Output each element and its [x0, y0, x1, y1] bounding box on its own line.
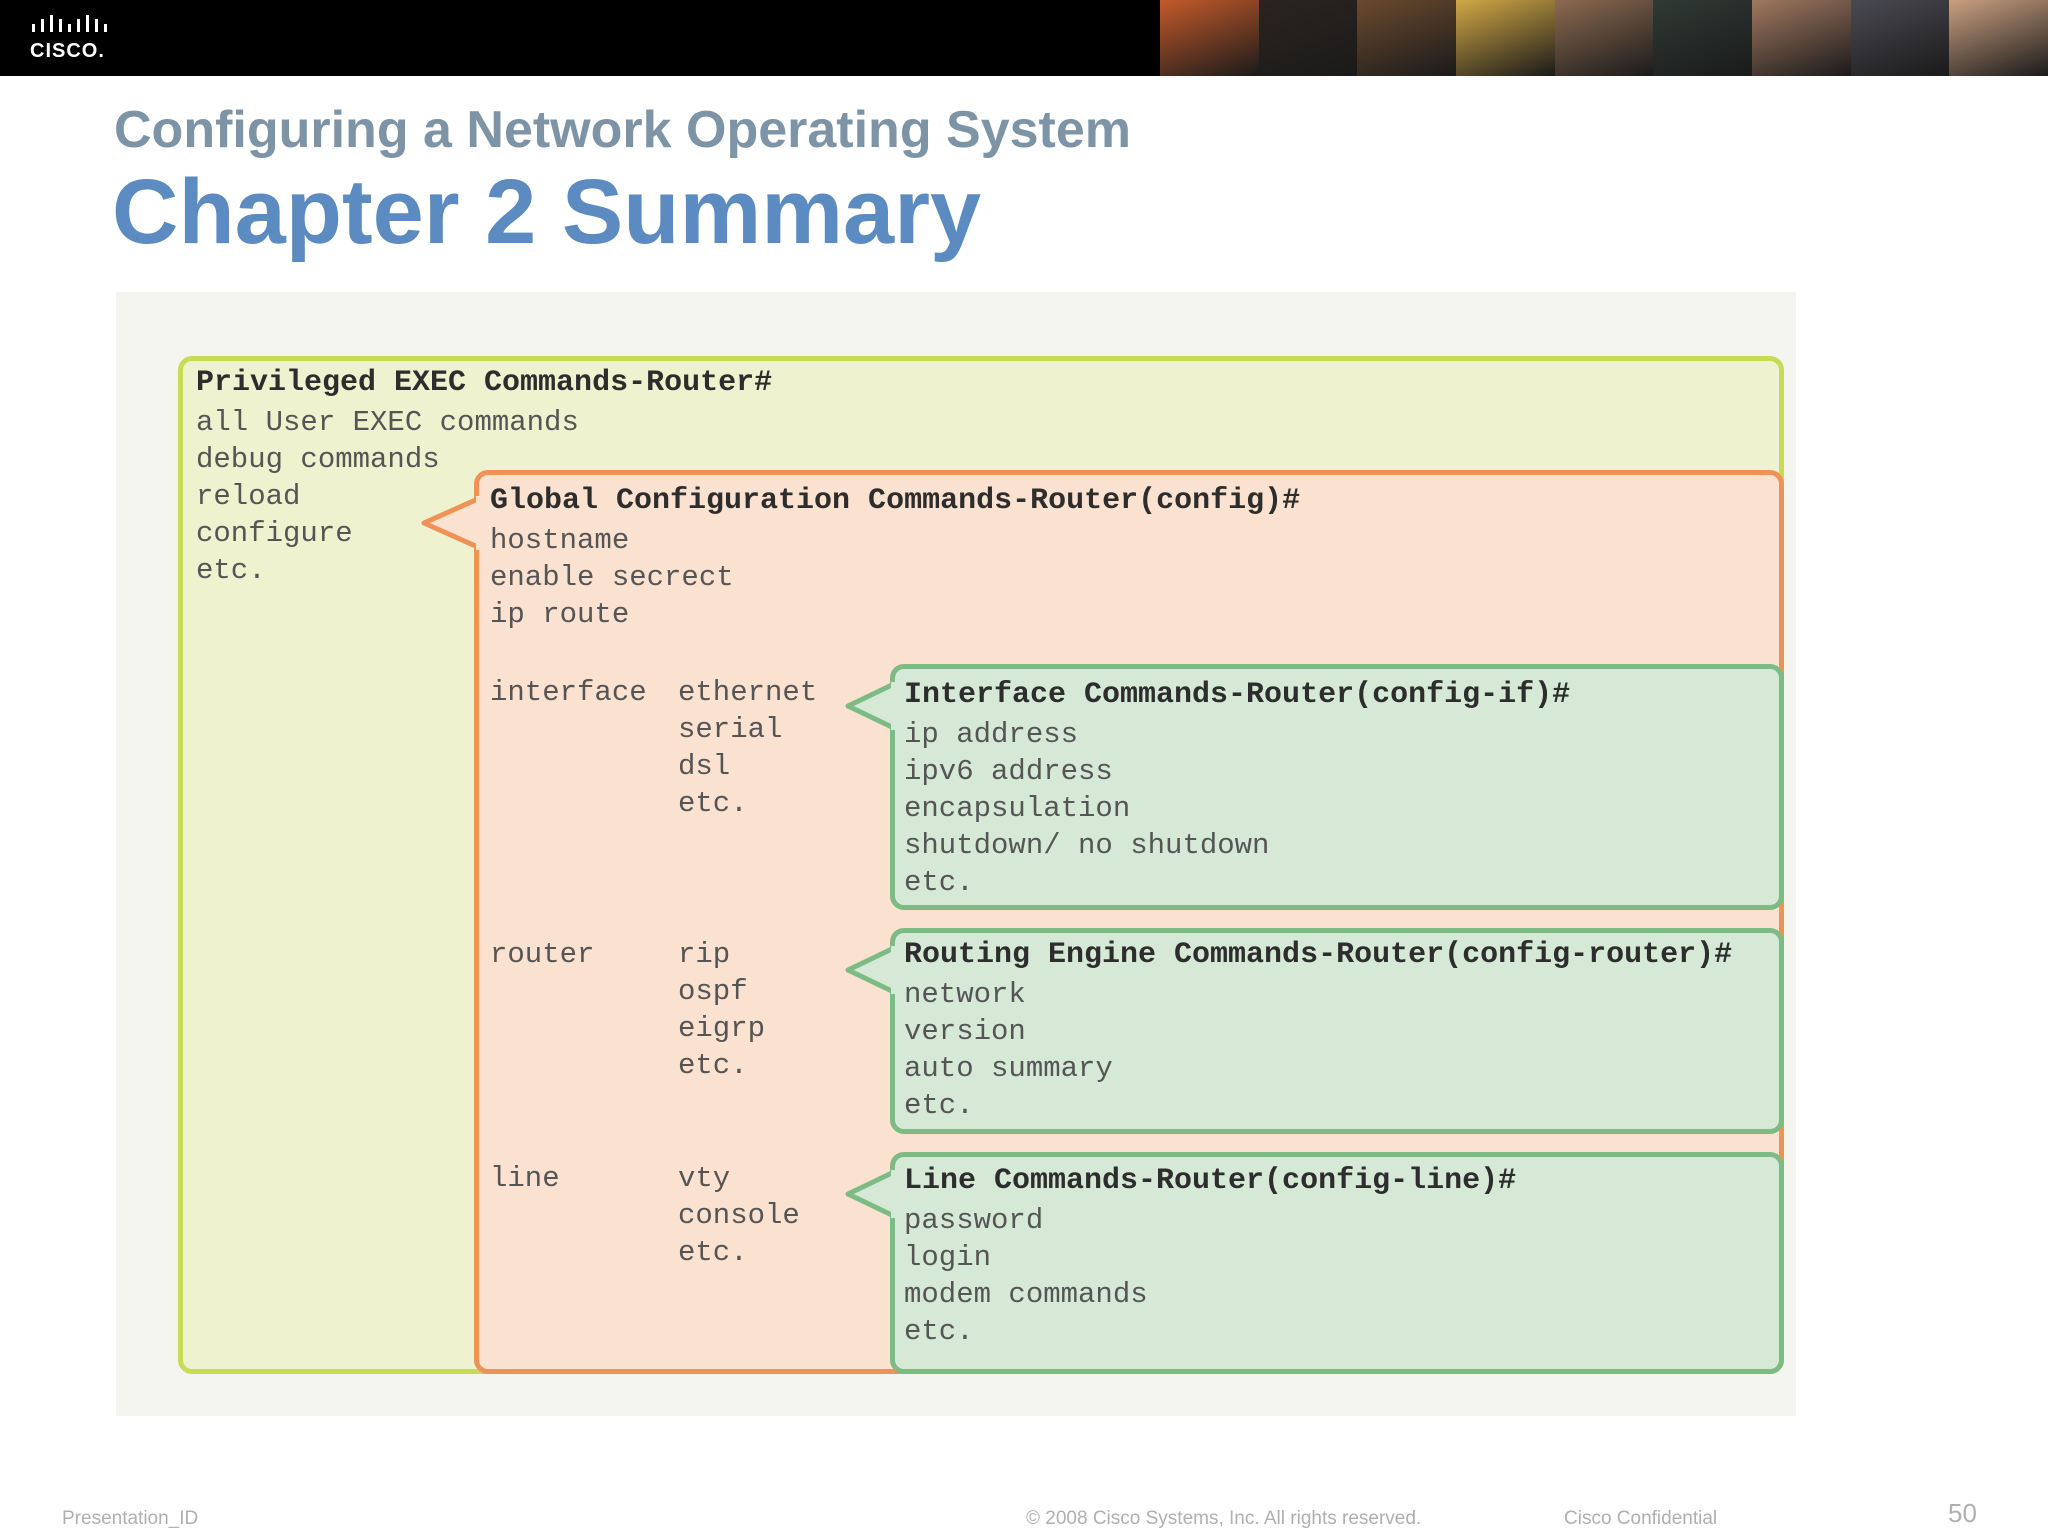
list-item: ip route: [490, 598, 630, 631]
banner-photo: [1653, 0, 1753, 76]
list-item: vty: [678, 1162, 731, 1195]
interface-options-list: ethernet serial dsl etc.: [678, 674, 817, 822]
footer-presentation-id: Presentation_ID: [62, 1508, 199, 1529]
arrow-to-interface-icon: [845, 682, 896, 730]
list-item: login: [904, 1241, 992, 1274]
interface-command-label: interface: [490, 676, 647, 709]
banner-photo: [1850, 0, 1951, 76]
list-item: hostname: [490, 524, 630, 557]
list-item: serial: [678, 713, 783, 746]
global-config-list: hostname enable secrect ip route: [490, 522, 734, 633]
arrow-to-routing-icon: [845, 946, 896, 994]
list-item: ospf: [678, 975, 748, 1008]
banner-photo: [1160, 0, 1260, 76]
interface-box-list: ip address ipv6 address encapsulation sh…: [904, 716, 1269, 901]
arrow-to-global-icon: [421, 496, 482, 550]
routing-box-header: Routing Engine Commands-Router(config-ro…: [904, 938, 1733, 972]
list-item: shutdown/ no shutdown: [904, 829, 1270, 862]
list-item: eigrp: [678, 1012, 766, 1045]
router-options-list: rip ospf eigrp etc.: [678, 936, 765, 1084]
list-item: ip address: [904, 718, 1079, 751]
router-command-label: router: [490, 938, 595, 971]
list-item: etc.: [678, 787, 748, 820]
list-item: console: [678, 1199, 800, 1232]
slide-title: Chapter 2 Summary: [112, 161, 982, 263]
list-item: configure: [196, 517, 353, 550]
page-number: 50: [1948, 1498, 1977, 1528]
banner-photo: [1554, 0, 1655, 76]
banner-photo: [1949, 0, 2048, 76]
list-item: enable secrect: [490, 561, 734, 594]
top-banner: CISCO.: [0, 0, 2048, 76]
privileged-exec-header: Privileged EXEC Commands-Router#: [196, 366, 773, 400]
interface-box-header: Interface Commands-Router(config-if)#: [904, 678, 1571, 712]
list-item: etc.: [904, 1315, 974, 1348]
routing-engine-box: [890, 928, 1784, 1134]
line-options-list: vty console etc.: [678, 1160, 800, 1271]
line-box-header: Line Commands-Router(config-line)#: [904, 1164, 1517, 1198]
list-item: ipv6 address: [904, 755, 1113, 788]
global-config-header: Global Configuration Commands-Router(con…: [490, 484, 1301, 518]
list-item: version: [904, 1015, 1026, 1048]
list-item: reload: [196, 480, 301, 513]
list-item: all User EXEC commands: [196, 406, 579, 439]
list-item: dsl: [678, 750, 731, 783]
list-item: etc.: [678, 1236, 748, 1269]
list-item: encapsulation: [904, 792, 1131, 825]
list-item: modem commands: [904, 1278, 1148, 1311]
slide-subtitle: Configuring a Network Operating System: [114, 101, 1132, 159]
list-item: password: [904, 1204, 1044, 1237]
list-item: ethernet: [678, 676, 818, 709]
list-item: rip: [678, 938, 731, 971]
line-box-list: password login modem commands etc.: [904, 1202, 1148, 1350]
interface-commands-box: [890, 664, 1784, 910]
list-item: etc.: [196, 554, 266, 587]
banner-photo: [1456, 0, 1556, 76]
line-command-label: line: [490, 1162, 560, 1195]
cisco-wordmark: CISCO.: [30, 40, 105, 62]
list-item: debug commands: [196, 443, 440, 476]
banner-photo: [1258, 0, 1359, 76]
banner-photo: [1752, 0, 1852, 76]
footer-confidential: Cisco Confidential: [1564, 1508, 1718, 1529]
photo-strip: [1160, 0, 2048, 76]
privileged-exec-list: all User EXEC commands debug commands re…: [196, 404, 579, 589]
cisco-logo: CISCO.: [30, 14, 120, 64]
line-commands-box: [890, 1152, 1784, 1374]
list-item: network: [904, 978, 1026, 1011]
list-item: etc.: [678, 1049, 748, 1082]
arrow-to-line-icon: [845, 1170, 896, 1218]
list-item: etc.: [904, 866, 974, 899]
list-item: etc.: [904, 1089, 974, 1122]
routing-box-list: network version auto summary etc.: [904, 976, 1113, 1124]
banner-photo: [1357, 0, 1457, 76]
footer-copyright: © 2008 Cisco Systems, Inc. All rights re…: [1026, 1508, 1422, 1529]
list-item: auto summary: [904, 1052, 1113, 1085]
cisco-bars-icon: [32, 15, 107, 32]
